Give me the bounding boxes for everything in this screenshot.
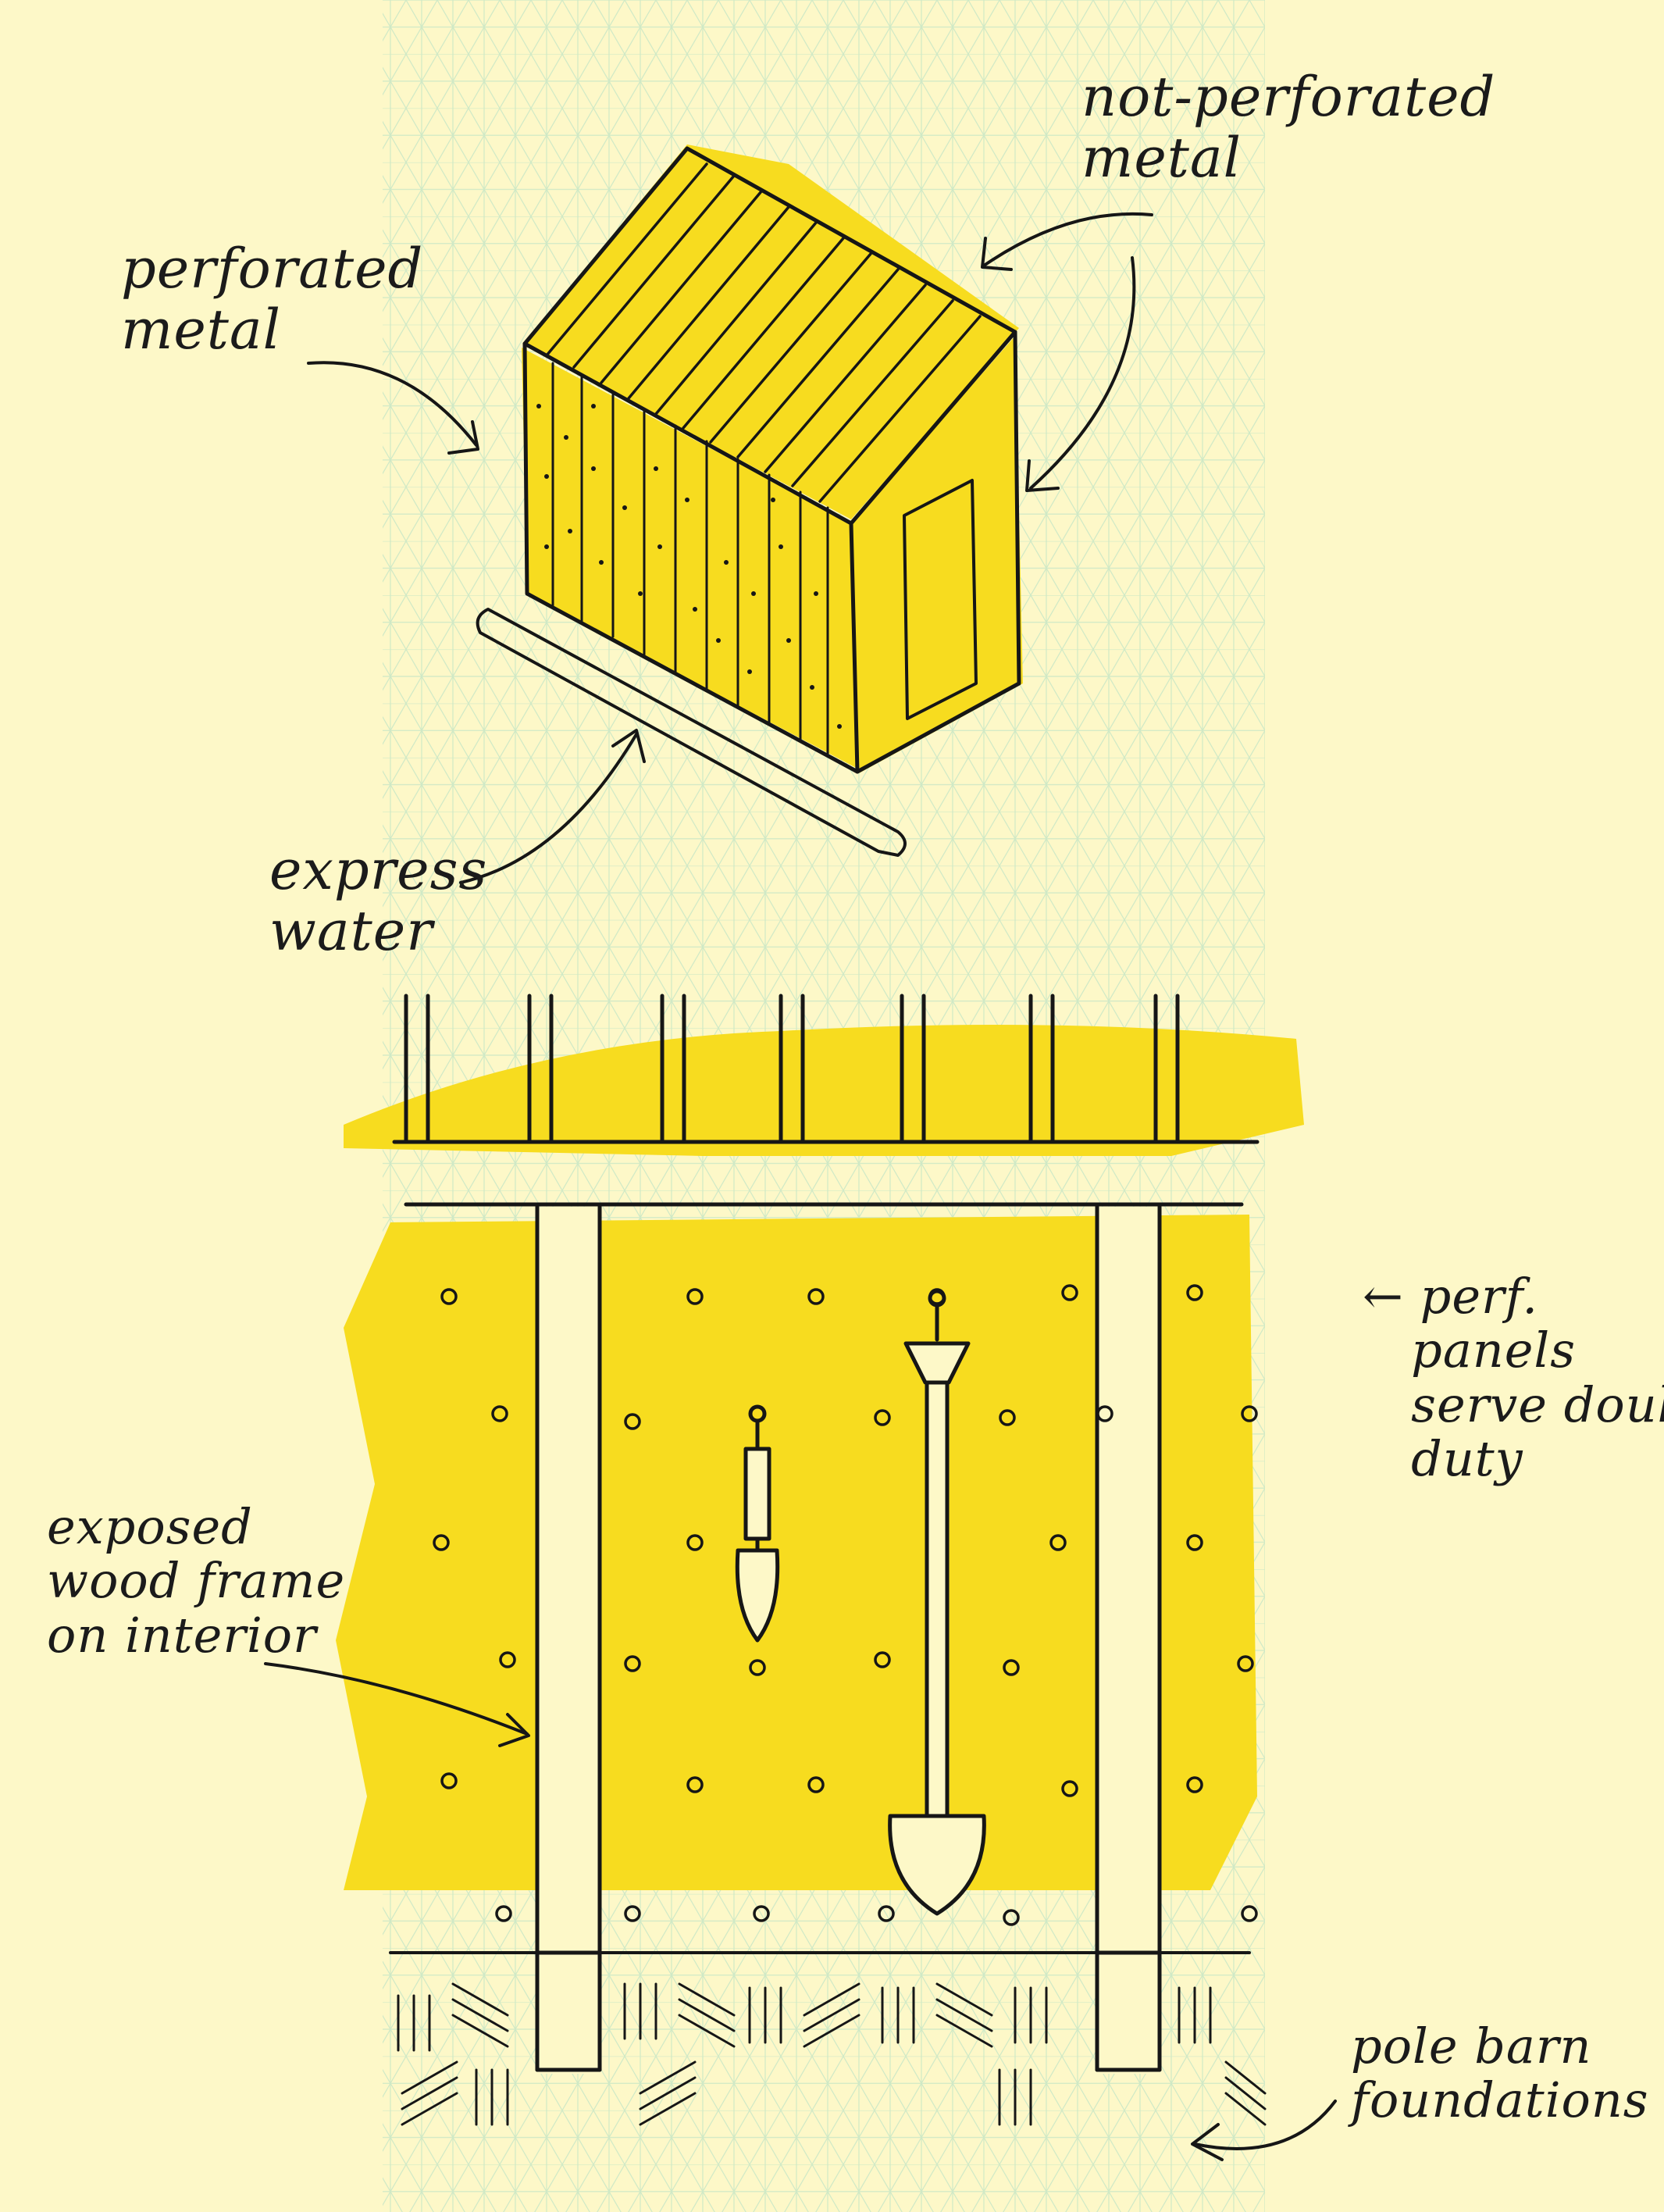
annotation-not-perforated-metal: not-perforated metal xyxy=(1081,65,1496,191)
pegboard-holes xyxy=(433,1284,1258,1926)
shed-roof-fill xyxy=(523,144,1019,519)
left-post xyxy=(537,1207,600,2074)
arrow-icon xyxy=(307,361,479,455)
water-trough xyxy=(476,608,907,857)
upper-studs xyxy=(404,994,1180,1144)
arrow-icon xyxy=(264,1662,530,1747)
shed-front-fill xyxy=(522,348,859,769)
arrow-icon xyxy=(459,729,646,884)
foundation-hatching xyxy=(397,1982,1267,2126)
arrow-icon xyxy=(981,212,1153,271)
annotation-perf-panels: ← perf. panels serve double duty xyxy=(1363,1268,1664,1488)
annotation-exposed-wood-frame: exposed wood frame on interior xyxy=(47,1498,346,1664)
annotation-express-water: express water xyxy=(269,838,488,964)
arrow-icon xyxy=(1191,2100,1337,2161)
shed-side-fill xyxy=(851,336,1023,773)
wall-section xyxy=(336,994,1304,2126)
trowel-icon xyxy=(735,1404,780,1643)
shed-isometric xyxy=(476,144,1023,857)
upper-marker-band xyxy=(344,1025,1304,1156)
perforation-dots xyxy=(536,404,842,729)
arrow-icon xyxy=(1025,256,1136,492)
annotation-pole-barn: pole barn foundations xyxy=(1351,2018,1649,2129)
front-wall-panels xyxy=(551,362,829,758)
right-post xyxy=(1097,1207,1160,2074)
roof-ribs xyxy=(545,162,982,503)
shovel-icon xyxy=(888,1289,986,1916)
annotation-perforated-metal: perforated metal xyxy=(121,237,424,362)
